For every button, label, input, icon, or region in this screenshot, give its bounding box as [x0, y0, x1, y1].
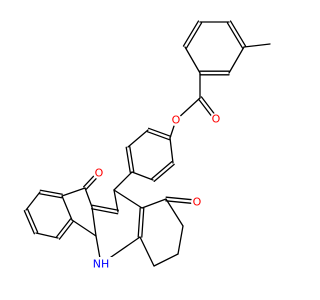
bond-double: [27, 208, 39, 233]
ketone-oxygen-left-label: O: [95, 167, 104, 180]
bond-single: [243, 43, 271, 48]
bond-double: [23, 210, 35, 235]
bond-single: [61, 195, 73, 221]
amine-nitrogen: NH: [89, 257, 113, 271]
bond-single: [177, 225, 184, 255]
bond-double: [226, 22, 244, 49]
bond-double: [151, 160, 173, 180]
bond-single: [165, 198, 184, 227]
bond-single: [141, 198, 167, 209]
bond-double: [91, 204, 119, 211]
bond-single: [113, 189, 119, 213]
atom-layer: O O O O NH: [89, 113, 222, 271]
bond-double: [55, 218, 72, 238]
bond-double: [125, 146, 131, 173]
ketone-oxygen-right-label: O: [193, 196, 202, 209]
ketone-oxygen-left: O: [93, 167, 105, 180]
ketone-oxygen-right: O: [191, 196, 203, 209]
bond-double: [129, 146, 135, 173]
bond-double: [137, 207, 141, 238]
bond-single: [184, 46, 201, 74]
amine-nh-label: NH: [93, 258, 110, 271]
carbonyl-oxygen-label: O: [212, 113, 221, 126]
bond-single: [228, 46, 245, 74]
bond-double: [39, 193, 63, 199]
bond-single: [127, 129, 149, 148]
ester-oxygen-double: O: [210, 113, 222, 126]
bond-single: [91, 206, 97, 237]
bond-single: [131, 171, 154, 181]
bond-double: [153, 163, 175, 183]
ester-oxygen-single: O: [170, 114, 182, 127]
molecule-structure: O O O O NH: [23, 20, 271, 271]
bond-single: [35, 232, 59, 239]
bond-single: [153, 253, 179, 267]
bond-double: [185, 22, 203, 49]
bond-single: [61, 187, 86, 197]
molecule-canvas: O O O O NH: [23, 20, 271, 271]
bond-single: [25, 191, 41, 211]
bond-layer: [23, 20, 271, 267]
bond-single: [169, 137, 174, 164]
bond-single: [139, 236, 155, 267]
ester-oxygen-label: O: [172, 114, 181, 127]
bond-double: [39, 189, 63, 195]
bond-double: [147, 127, 172, 137]
bond-double: [91, 208, 119, 215]
bond-double: [141, 207, 145, 238]
bond-single: [84, 187, 93, 208]
bond-double: [146, 131, 171, 141]
bond-single: [71, 219, 97, 237]
bond-double: [229, 20, 247, 47]
bond-double: [58, 220, 75, 240]
bond-double: [182, 20, 200, 47]
bond-single: [113, 189, 143, 209]
bond-single: [113, 171, 133, 191]
